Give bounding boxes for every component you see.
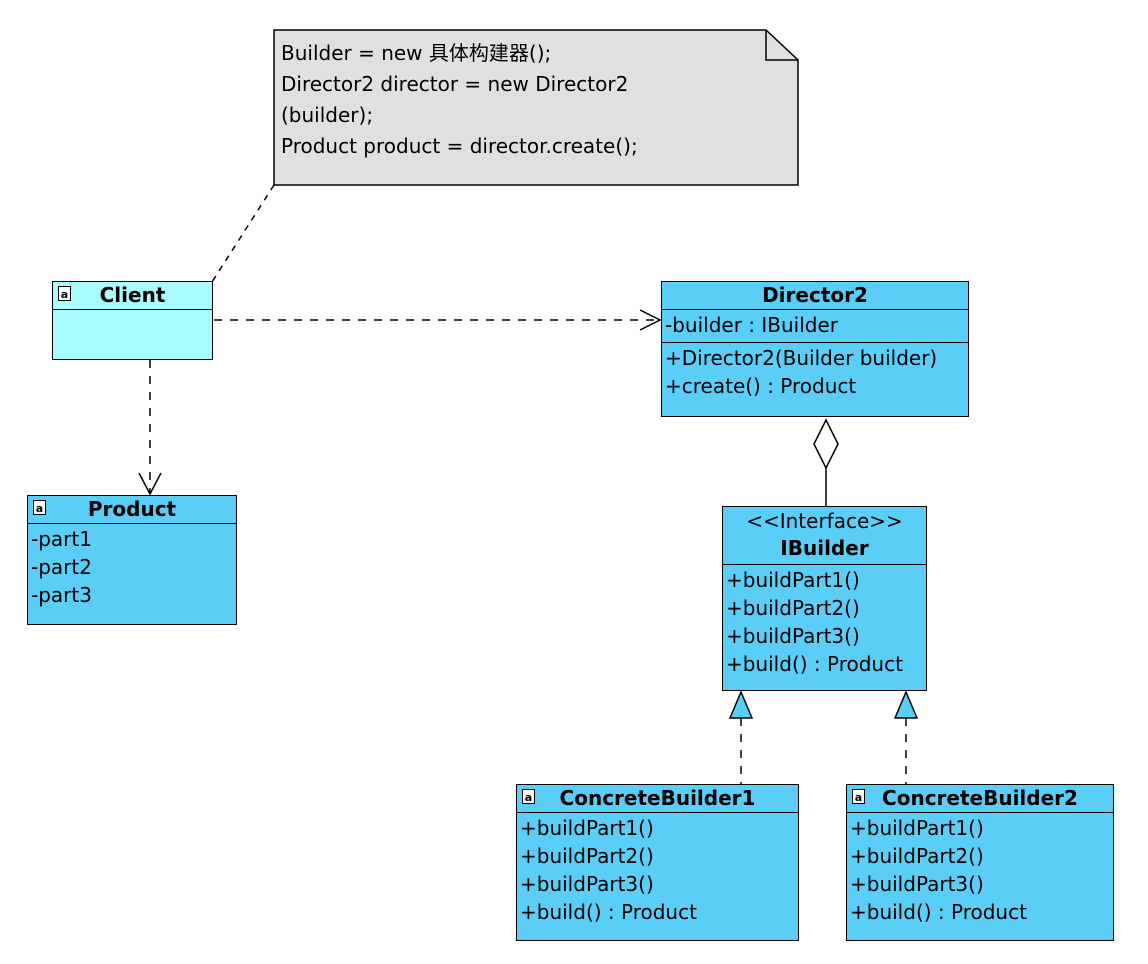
operation: +buildPart1() <box>726 568 860 592</box>
class-name: ConcreteBuilder1 <box>559 786 756 810</box>
operation: +build() : Product <box>520 900 697 924</box>
operation: +create() : Product <box>665 374 857 398</box>
operation: +buildPart2() <box>520 844 654 868</box>
class-name: Director2 <box>762 283 868 307</box>
operations-section: +Director2(Builder builder) +create() : … <box>662 343 968 403</box>
note-line: (builder); <box>281 103 374 127</box>
note-fold <box>765 30 798 61</box>
class-icon: a <box>522 789 535 804</box>
operation: +buildPart1() <box>850 816 984 840</box>
attributes-section: -builder : IBuilder <box>662 310 968 343</box>
realization-triangle-cb2 <box>893 690 919 719</box>
class-product[interactable]: a Product -part1 -part2 -part3 <box>27 495 237 625</box>
class-concrete-builder2[interactable]: a ConcreteBuilder2 +buildPart1() +buildP… <box>846 784 1114 941</box>
svg-text:a: a <box>61 288 68 301</box>
dependency-arrowhead-product <box>138 472 162 496</box>
stereotype-label: <<Interface>> <box>746 509 903 533</box>
class-icon: a <box>33 500 46 515</box>
svg-text:a: a <box>525 791 532 804</box>
operations-section: +buildPart1() +buildPart2() +buildPart3(… <box>517 813 798 929</box>
attribute: -part1 <box>31 527 92 551</box>
attributes-section: -part1 -part2 -part3 <box>28 524 236 612</box>
attribute: -part2 <box>31 555 92 579</box>
interface-ibuilder[interactable]: <<Interface>> IBuilder +buildPart1() +bu… <box>722 506 927 691</box>
note-anchor-line <box>211 184 275 283</box>
operation: +buildPart1() <box>520 816 654 840</box>
class-name: Client <box>99 283 166 307</box>
class-name: IBuilder <box>780 536 869 560</box>
dependency-arrowhead-director2 <box>639 309 662 331</box>
class-header: <<Interface>> IBuilder <box>723 507 926 565</box>
operation: +buildPart2() <box>850 844 984 868</box>
class-icon: a <box>852 789 865 804</box>
code-note: Builder = new 具体构建器(); Director2 directo… <box>274 30 798 185</box>
operation: +buildPart2() <box>726 596 860 620</box>
class-concrete-builder1[interactable]: a ConcreteBuilder1 +buildPart1() +buildP… <box>516 784 799 941</box>
aggregation-diamond <box>813 418 839 470</box>
attribute: -builder : IBuilder <box>665 313 839 337</box>
class-name: ConcreteBuilder2 <box>882 786 1078 810</box>
class-client[interactable]: a Client <box>52 281 213 360</box>
note-line: Product product = director.create(); <box>281 134 638 158</box>
operations-section: +buildPart1() +buildPart2() +buildPart3(… <box>723 565 926 681</box>
class-header: a Client <box>53 282 212 310</box>
class-header: a Product <box>28 496 236 524</box>
class-header: Director2 <box>662 282 968 310</box>
operation: +build() : Product <box>850 900 1027 924</box>
operations-section: +buildPart1() +buildPart2() +buildPart3(… <box>847 813 1113 929</box>
class-header: a ConcreteBuilder1 <box>517 785 798 813</box>
note-text: Builder = new 具体构建器(); Director2 directo… <box>281 38 638 162</box>
class-name: Product <box>87 497 177 521</box>
operation: +buildPart3() <box>520 872 654 896</box>
operation: +Director2(Builder builder) <box>665 346 938 370</box>
realization-triangle-cb1 <box>728 690 754 719</box>
note-shape[interactable] <box>273 29 799 186</box>
svg-text:a: a <box>855 791 862 804</box>
operation: +build() : Product <box>726 652 903 676</box>
operation: +buildPart3() <box>726 624 860 648</box>
class-icon: a <box>58 286 71 301</box>
note-line: Director2 director = new Director2 <box>281 72 629 96</box>
svg-text:a: a <box>36 502 43 515</box>
class-header: a ConcreteBuilder2 <box>847 785 1113 813</box>
class-director2[interactable]: Director2 -builder : IBuilder +Director2… <box>661 281 969 417</box>
attribute: -part3 <box>31 583 92 607</box>
operation: +buildPart3() <box>850 872 984 896</box>
note-line: Builder = new 具体构建器(); <box>281 41 552 65</box>
